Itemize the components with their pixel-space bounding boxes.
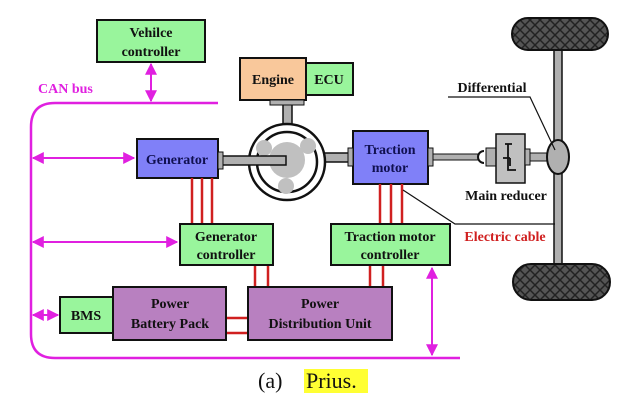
can-bus-line bbox=[29, 101, 460, 360]
generator-controller-label-2: controller bbox=[197, 248, 256, 263]
battery-pack-box bbox=[112, 286, 227, 341]
pdu-label-2: Distribution Unit bbox=[268, 317, 371, 332]
main-reducer-label: Main reducer bbox=[465, 189, 547, 204]
electric-cables bbox=[190, 178, 404, 335]
differential bbox=[546, 139, 570, 175]
vehicle-controller-label: Vehilce bbox=[129, 26, 172, 41]
differential-label: Differential bbox=[458, 81, 527, 96]
engine-label: Engine bbox=[252, 73, 294, 88]
coupling bbox=[477, 150, 485, 164]
generator-controller-box bbox=[179, 223, 274, 266]
traction-controller-box bbox=[330, 223, 451, 266]
vehicle-controller-box bbox=[96, 19, 206, 63]
bms-label: BMS bbox=[71, 309, 102, 324]
electric-cable-leader bbox=[402, 189, 555, 225]
generator-shaft bbox=[221, 155, 287, 166]
planetary-gear bbox=[247, 122, 327, 202]
output-shaft bbox=[432, 153, 479, 161]
traction-motor-label: Traction bbox=[364, 143, 415, 158]
caption-prefix: (a) bbox=[258, 368, 282, 393]
battery-pack-label-2: Battery Pack bbox=[131, 317, 209, 332]
engine-flange bbox=[269, 99, 305, 106]
traction-controller-label-2: controller bbox=[361, 248, 420, 263]
generator-box bbox=[136, 138, 219, 179]
traction-controller-label: Traction motor bbox=[344, 230, 435, 245]
ecu-label: ECU bbox=[314, 73, 344, 88]
pdu-box bbox=[247, 286, 393, 341]
pdu-label: Power bbox=[301, 297, 339, 312]
battery-pack-label: Power bbox=[151, 297, 189, 312]
ecu-box bbox=[305, 62, 354, 96]
caption-name: Prius. bbox=[306, 368, 357, 393]
differential-leader bbox=[448, 96, 556, 151]
traction-motor-label-2: motor bbox=[372, 161, 409, 176]
vehicle-controller-label-2: controller bbox=[122, 45, 181, 60]
generator-controller-label: Generator bbox=[195, 230, 257, 245]
caption-highlight bbox=[304, 369, 368, 393]
bottom-wheel bbox=[512, 263, 611, 301]
can-bus-label: CAN bus bbox=[38, 82, 93, 97]
generator-label: Generator bbox=[146, 153, 208, 168]
electric-cable-label: Electric cable bbox=[464, 230, 545, 245]
bms-box bbox=[59, 296, 114, 334]
top-wheel bbox=[511, 17, 609, 51]
